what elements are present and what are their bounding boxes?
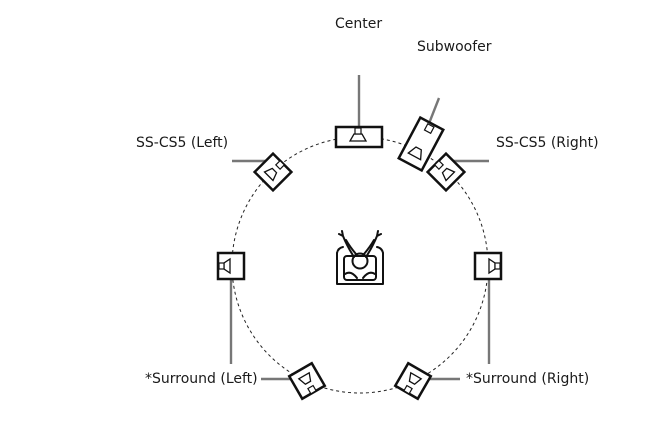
rear-left-speaker-icon [287,361,327,401]
front-left-speaker-icon [252,151,294,193]
center-speaker-icon [334,125,384,149]
side-left-speaker-icon [216,251,246,281]
label-subwoofer: Subwoofer [417,39,492,55]
label-front-right: SS-CS5 (Right) [496,135,599,151]
label-front-left: SS-CS5 (Left) [136,135,229,151]
leader-lines [229,75,491,381]
label-surround-right: *Surround (Right) [466,371,590,387]
listener-icon [336,230,384,285]
label-center: Center [335,16,383,32]
rear-right-speaker-icon [393,361,433,401]
side-right-speaker-icon [473,251,503,281]
front-right-speaker-icon [425,151,467,193]
label-surround-left: *Surround (Left) [145,371,258,387]
subwoofer-icon [397,115,445,173]
